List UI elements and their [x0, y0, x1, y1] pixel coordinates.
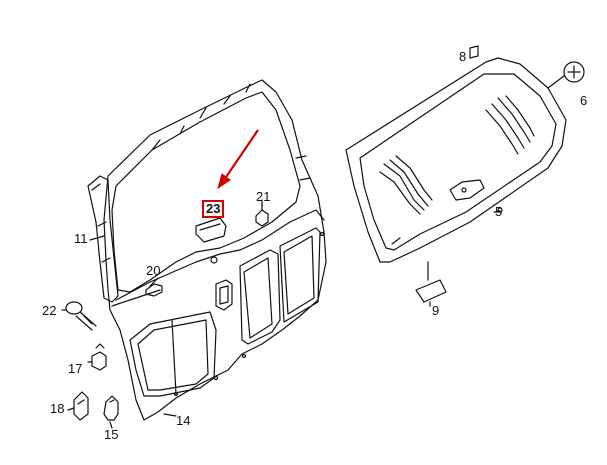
- part-20-clip: [145, 283, 163, 297]
- callout-9: 9: [432, 303, 440, 318]
- callout-17: 17: [68, 361, 83, 376]
- left-side-strip: [87, 175, 119, 303]
- callout-23-highlighted: 23: [202, 200, 225, 218]
- part-18-clip: [73, 391, 89, 421]
- part-17-fastener: [91, 351, 107, 371]
- part-15-pin: [103, 395, 119, 421]
- callout-8: 8: [459, 49, 467, 64]
- part-9-cover: [415, 279, 447, 303]
- lower-left-recess: [129, 311, 217, 397]
- callout-5: 5: [495, 204, 503, 219]
- part-6-bush: [563, 61, 585, 83]
- callout-11: 11: [74, 231, 88, 246]
- callout-14: 14: [176, 413, 191, 428]
- part-22-screw-head: [65, 301, 83, 315]
- rear-window-glass: [345, 57, 567, 263]
- callout-15: 15: [104, 427, 119, 442]
- callout-22: 22: [42, 303, 57, 318]
- callout-21: 21: [256, 189, 271, 204]
- callout-18: 18: [50, 401, 65, 416]
- lower-right-recess: [239, 249, 281, 345]
- part-21-grommet: [255, 209, 269, 227]
- part-8-clip: [469, 45, 479, 59]
- callout-20: 20: [146, 263, 161, 278]
- highlight-arrow: [217, 129, 259, 190]
- tailgate-trim-panel: [103, 79, 327, 421]
- rear-window-inner: [359, 73, 557, 251]
- callout-6: 6: [580, 93, 588, 108]
- trim-window-opening: [111, 91, 301, 293]
- part-23-bracket: [195, 217, 227, 243]
- handle-recess: [215, 279, 233, 311]
